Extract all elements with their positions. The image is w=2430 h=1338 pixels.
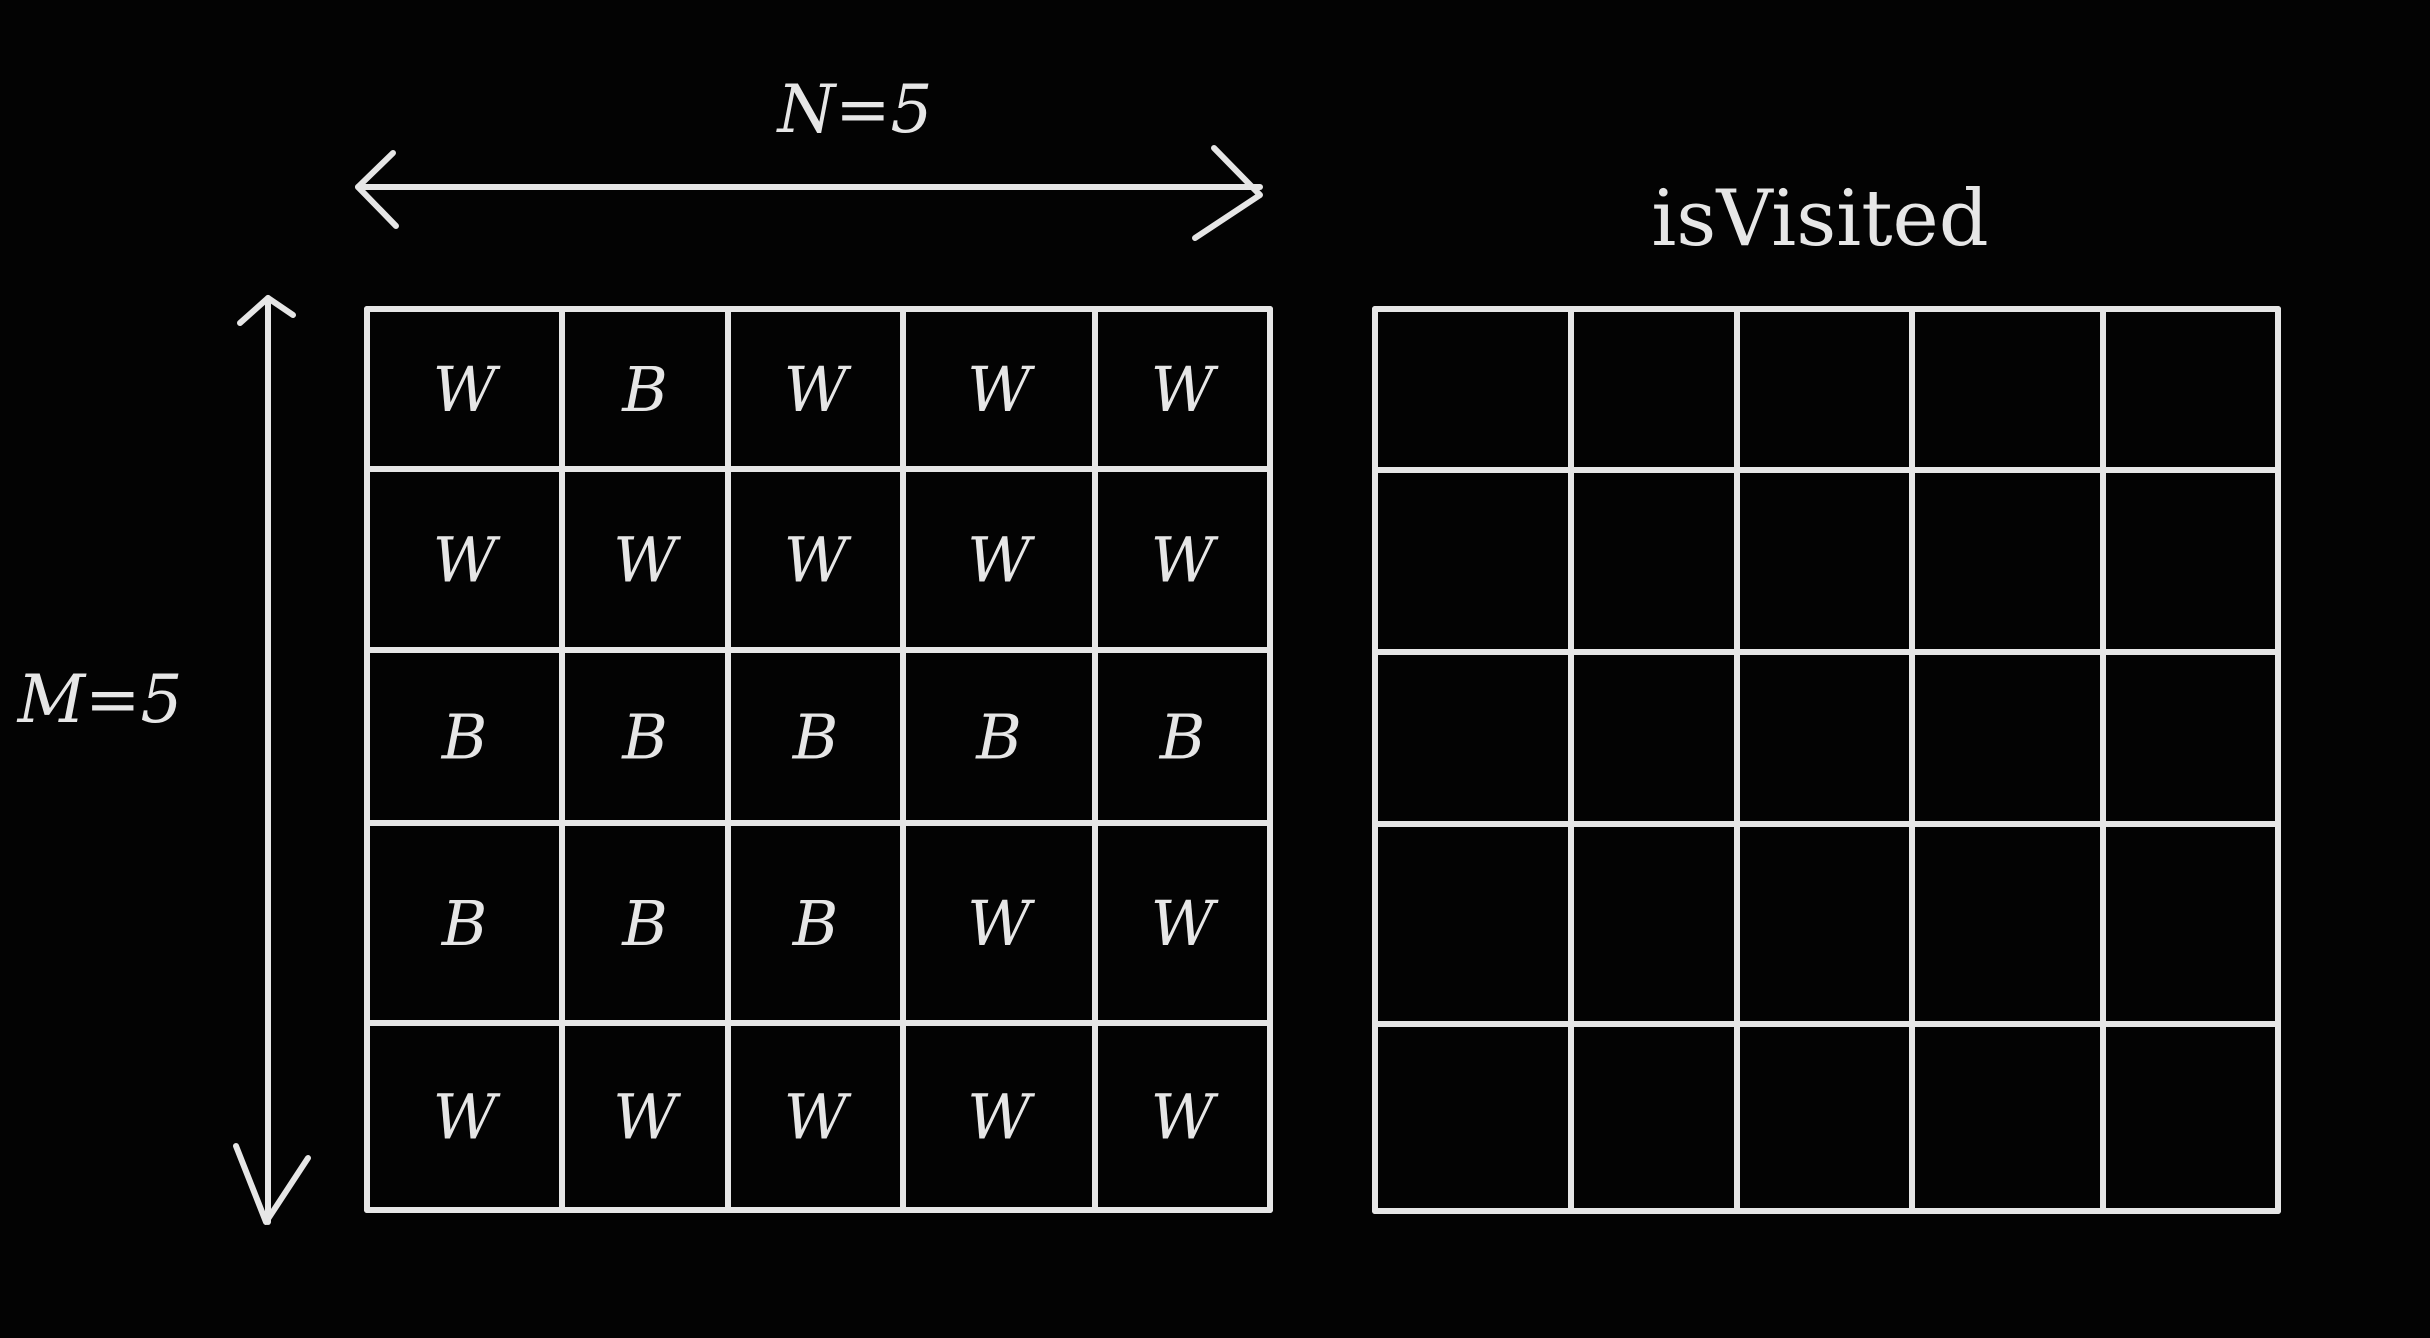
cell-value-r2-c1: B bbox=[621, 701, 668, 774]
cell-value-r3-c2: B bbox=[792, 887, 839, 960]
cell-value-r4-c0: W bbox=[433, 1081, 501, 1154]
cell-value-r0-c4: W bbox=[1151, 353, 1219, 426]
cell-value-r2-c4: B bbox=[1159, 701, 1206, 774]
visited-grid bbox=[1372, 306, 2281, 1214]
cell-value-r1-c1: W bbox=[613, 524, 681, 597]
cell-value-r1-c3: W bbox=[967, 524, 1035, 597]
height-label: M=5 bbox=[17, 661, 183, 738]
cell-value-r2-c3: B bbox=[975, 701, 1022, 774]
cell-value-r0-c2: W bbox=[784, 353, 852, 426]
cell-value-r0-c1: B bbox=[621, 353, 668, 426]
cell-value-r3-c1: B bbox=[621, 887, 668, 960]
cell-value-r2-c0: B bbox=[441, 701, 488, 774]
cell-value-r2-c2: B bbox=[792, 701, 839, 774]
cell-value-r4-c4: W bbox=[1151, 1081, 1219, 1154]
width-arrow bbox=[355, 145, 1263, 241]
cell-value-r1-c4: W bbox=[1151, 524, 1219, 597]
width-label: N=5 bbox=[775, 71, 932, 148]
cell-value-r1-c2: W bbox=[784, 524, 852, 597]
cell-value-r3-c0: B bbox=[441, 887, 488, 960]
height-arrow bbox=[233, 295, 311, 1225]
cell-value-r0-c0: W bbox=[433, 353, 501, 426]
cell-value-r4-c1: W bbox=[613, 1081, 681, 1154]
cell-value-r3-c4: W bbox=[1151, 887, 1219, 960]
cell-value-r4-c2: W bbox=[784, 1081, 852, 1154]
cell-value-r0-c3: W bbox=[967, 353, 1035, 426]
cell-value-r4-c3: W bbox=[967, 1081, 1035, 1154]
cell-value-r1-c0: W bbox=[433, 524, 501, 597]
visited-title: isVisited bbox=[1651, 174, 1988, 264]
color-grid: W B W W W W W W W W B B B B B B B B W W W W W W W bbox=[364, 306, 1273, 1213]
cell-value-r3-c3: W bbox=[967, 887, 1035, 960]
